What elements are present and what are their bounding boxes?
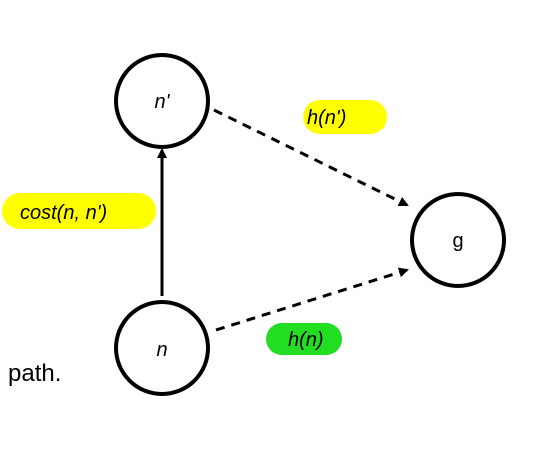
node-n-label: n bbox=[156, 339, 167, 361]
node-g-label: g bbox=[452, 230, 463, 252]
node-n-prime: n' bbox=[114, 53, 210, 149]
node-n: n bbox=[114, 300, 210, 396]
cost-label-highlight bbox=[2, 193, 156, 229]
cost-edge-label: cost(n, n') bbox=[20, 202, 107, 224]
node-g: g bbox=[410, 192, 506, 288]
h-n-prime-edge-label: h(n') bbox=[307, 107, 346, 129]
h-n-prime-edge-arrow bbox=[213, 108, 409, 207]
h-n-label-highlight bbox=[266, 323, 342, 355]
h-n-edge-label: h(n) bbox=[288, 329, 324, 351]
h-n-edge-arrow bbox=[215, 267, 409, 332]
side-text: path. bbox=[8, 360, 62, 387]
h-n-prime-label-highlight bbox=[303, 100, 387, 134]
node-n-prime-label: n' bbox=[155, 91, 171, 113]
